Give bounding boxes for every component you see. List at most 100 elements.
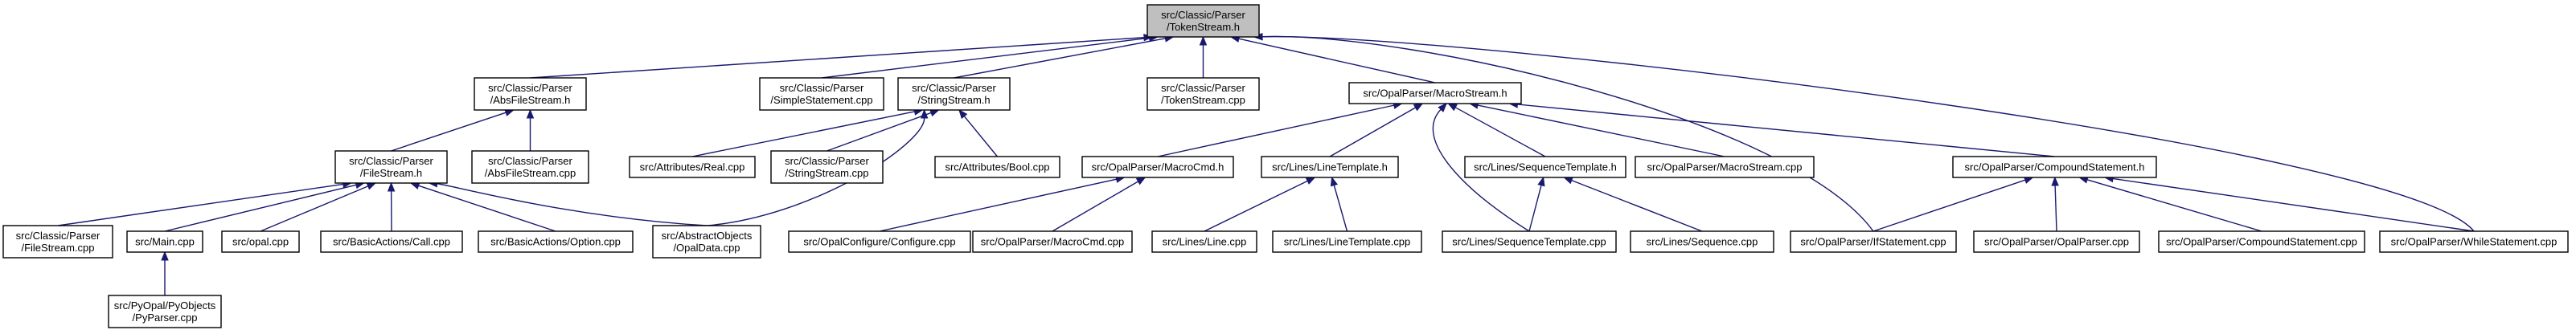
file-node-option-cpp[interactable]: src/BasicActions/Option.cpp <box>478 230 634 253</box>
node-label-line: src/Classic/Parser <box>1161 82 1245 94</box>
file-node-compound-statement-cpp[interactable]: src/OpalParser/CompoundStatement.cpp <box>2158 230 2365 253</box>
file-node-main-cpp[interactable]: src/Main.cpp <box>126 230 203 253</box>
arrowhead <box>1330 176 1338 187</box>
file-node-string-stream-cpp[interactable]: src/Classic/Parser/StringStream.cpp <box>770 150 884 184</box>
file-node-file-stream-h[interactable]: src/Classic/Parser/FileStream.h <box>334 150 448 184</box>
file-node-opal-data-cpp[interactable]: src/AbstractObjects/OpalData.cpp <box>652 225 761 259</box>
node-label-line: src/Classic/Parser <box>912 82 996 94</box>
node-label-line: /StringStream.h <box>917 94 990 106</box>
node-label-line: /PyParser.cpp <box>133 312 198 324</box>
arrowhead <box>929 109 940 117</box>
arrowhead <box>366 182 377 190</box>
file-node-sequence-cpp[interactable]: src/Lines/Sequence.cpp <box>1630 230 1774 253</box>
edge-line <box>530 36 1145 79</box>
file-node-macro-stream-h[interactable]: src/OpalParser/MacroStream.h <box>1348 82 1522 104</box>
node-box <box>1348 82 1522 104</box>
dependency-edge <box>691 108 924 157</box>
file-node-macro-stream-cpp[interactable]: src/OpalParser/MacroStream.cpp <box>1635 156 1815 178</box>
node-label-line: src/Lines/SequenceTemplate.h <box>1474 161 1617 173</box>
node-box <box>759 77 884 111</box>
arrowhead <box>1135 177 1146 185</box>
node-box <box>474 77 587 111</box>
file-node-file-stream-cpp[interactable]: src/Classic/Parser/FileStream.cpp <box>2 225 113 259</box>
file-node-sequence-template-h[interactable]: src/Lines/SequenceTemplate.h <box>1464 156 1626 178</box>
file-node-macro-cmd-h[interactable]: src/OpalParser/MacroCmd.h <box>1081 156 1234 178</box>
node-label-line: src/OpalParser/IfStatement.cpp <box>1800 236 1946 248</box>
node-label-line: src/OpalParser/CompoundStatement.h <box>1965 161 2145 173</box>
file-node-token-stream-h[interactable]: src/Classic/Parser/TokenStream.h <box>1146 4 1260 38</box>
file-node-call-cpp[interactable]: src/BasicActions/Call.cpp <box>320 230 463 253</box>
file-node-attributes-real-cpp[interactable]: src/Attributes/Real.cpp <box>629 156 756 178</box>
edge-line <box>954 38 1166 79</box>
node-label-line: src/opal.cpp <box>232 236 289 248</box>
edge-line <box>418 185 556 232</box>
node-box <box>108 295 222 328</box>
arrowhead <box>1305 177 1316 185</box>
edge-line <box>879 178 1117 232</box>
edge-line <box>1238 38 1436 84</box>
node-box <box>1464 156 1626 178</box>
dependency-edge <box>1468 101 1725 157</box>
file-node-compound-statement-h[interactable]: src/OpalParser/CompoundStatement.h <box>1952 156 2157 178</box>
node-box <box>1635 156 1815 178</box>
node-box <box>652 225 761 259</box>
node-box <box>1146 77 1260 111</box>
node-label-line: src/Lines/Sequence.cpp <box>1647 236 1758 248</box>
node-box <box>1261 156 1399 178</box>
file-node-macro-cmd-cpp[interactable]: src/OpalParser/MacroCmd.cpp <box>972 230 1133 253</box>
file-node-abs-file-stream-h[interactable]: src/Classic/Parser/AbsFileStream.h <box>474 77 587 111</box>
node-label-line: src/OpalParser/MacroCmd.cpp <box>981 236 1124 248</box>
node-label-line: src/Classic/Parser <box>488 82 572 94</box>
node-label-line: src/Classic/Parser <box>780 82 864 94</box>
file-node-opal-parser-cpp[interactable]: src/OpalParser/OpalParser.cpp <box>1973 230 2140 253</box>
node-label-line: src/OpalParser/CompoundStatement.cpp <box>2166 236 2357 248</box>
node-label-line: src/OpalParser/MacroStream.cpp <box>1647 161 1803 173</box>
arrowhead <box>1447 103 1458 112</box>
file-node-abs-file-stream-cpp[interactable]: src/Classic/Parser/AbsFileStream.cpp <box>471 150 589 184</box>
file-node-while-statement-cpp[interactable]: src/OpalParser/WhileStatement.cpp <box>2379 230 2569 253</box>
file-node-string-stream-h[interactable]: src/Classic/Parser/StringStream.h <box>897 77 1011 111</box>
file-node-opal-cpp[interactable]: src/opal.cpp <box>221 230 300 253</box>
node-label-line: /OpalData.cpp <box>673 242 740 254</box>
file-node-py-parser-cpp[interactable]: src/PyOpal/PyObjects/PyParser.cpp <box>108 295 222 328</box>
edge-line <box>2054 185 2057 232</box>
node-box <box>1790 230 1957 253</box>
file-node-token-stream-cpp[interactable]: src/Classic/Parser/TokenStream.cpp <box>1146 77 1260 111</box>
file-node-line-cpp[interactable]: src/Lines/Line.cpp <box>1151 230 1257 253</box>
node-box <box>770 150 884 184</box>
arrowhead <box>958 108 968 120</box>
node-label-line: src/BasicActions/Option.cpp <box>490 236 621 248</box>
node-box <box>972 230 1133 253</box>
node-label-line: /AbsFileStream.cpp <box>485 167 576 179</box>
file-node-attributes-bool-cpp[interactable]: src/Attributes/Bool.cpp <box>934 156 1060 178</box>
dependency-edge <box>260 182 377 232</box>
node-box <box>221 230 300 253</box>
file-node-line-template-h[interactable]: src/Lines/LineTemplate.h <box>1261 156 1399 178</box>
node-label-line: src/Classic/Parser <box>16 230 100 242</box>
arrowhead <box>1438 103 1447 112</box>
node-label-line: src/Lines/SequenceTemplate.cpp <box>1452 236 1606 248</box>
file-node-sequence-template-cpp[interactable]: src/Lines/SequenceTemplate.cpp <box>1442 230 1617 253</box>
file-node-if-statement-cpp[interactable]: src/OpalParser/IfStatement.cpp <box>1790 230 1957 253</box>
arrowhead <box>1199 35 1208 46</box>
dependency-edge <box>1199 35 1208 78</box>
file-node-simple-statement-cpp[interactable]: src/Classic/Parser/SimpleStatement.cpp <box>759 77 884 111</box>
node-label-line: src/OpalParser/MacroStream.h <box>1363 88 1507 100</box>
file-node-line-template-cpp[interactable]: src/Lines/LineTemplate.cpp <box>1272 230 1422 253</box>
dependency-edge <box>1329 103 1424 157</box>
node-label-line: src/Classic/Parser <box>785 155 869 167</box>
node-box <box>1973 230 2140 253</box>
edge-line <box>1204 180 1308 232</box>
node-box <box>320 230 463 253</box>
node-label-line: src/OpalParser/MacroCmd.h <box>1092 161 1224 173</box>
node-box <box>1442 230 1617 253</box>
file-node-configure-cpp[interactable]: src/OpalConfigure/Configure.cpp <box>788 230 971 253</box>
edge-line <box>391 112 507 152</box>
node-label-line: /TokenStream.cpp <box>1161 94 1245 106</box>
dependency-edge <box>2051 176 2059 232</box>
edge-line <box>827 112 932 152</box>
dependency-edge <box>1204 177 1316 232</box>
node-label-line: src/OpalParser/OpalParser.cpp <box>1984 236 2129 248</box>
edge-line <box>57 183 343 226</box>
node-box <box>1151 230 1257 253</box>
